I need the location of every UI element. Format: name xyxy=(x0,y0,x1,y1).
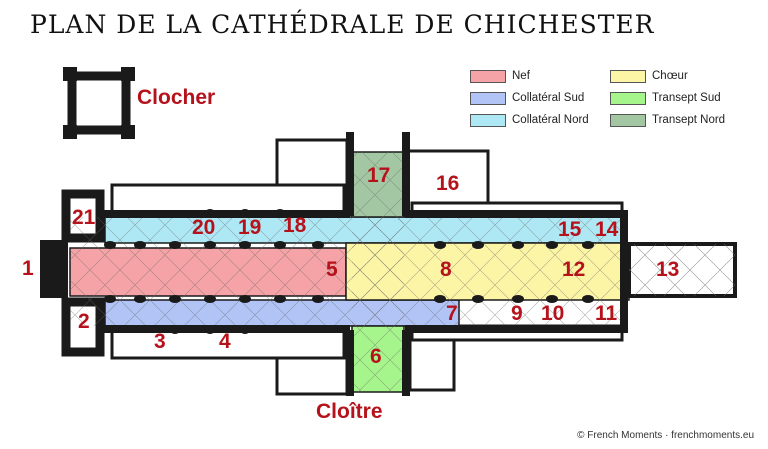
legend-label-nave: Nef xyxy=(512,70,530,82)
page-title: PLAN DE LA CATHÉDRALE DE CHICHESTER xyxy=(30,10,655,39)
number-20: 20 xyxy=(192,216,216,239)
number-4: 4 xyxy=(219,330,231,353)
number-7: 7 xyxy=(446,302,458,325)
number-13: 13 xyxy=(656,258,680,281)
legend-label-north-transept: Transept Nord xyxy=(652,114,726,126)
legend-swatch-south-transept xyxy=(610,91,646,105)
number-16: 16 xyxy=(436,172,460,195)
legend-item-south-transept: Transept Sud xyxy=(610,90,721,106)
legend-item-north-aisle: Collatéral Nord xyxy=(470,112,589,128)
legend-swatch-choir xyxy=(610,69,646,83)
number-5: 5 xyxy=(326,258,338,281)
legend-label-north-aisle: Collatéral Nord xyxy=(512,114,589,126)
number-15: 15 xyxy=(558,218,582,241)
number-11: 11 xyxy=(595,302,618,325)
legend-swatch-north-transept xyxy=(610,113,646,127)
legend-item-nave: Nef xyxy=(470,68,530,84)
legend-label-south-transept: Transept Sud xyxy=(652,92,721,104)
number-9: 9 xyxy=(511,302,523,325)
label-cloister: Cloître xyxy=(316,400,383,423)
number-14: 14 xyxy=(595,218,619,241)
number-21: 21 xyxy=(72,206,96,229)
legend-item-north-transept: Transept Nord xyxy=(610,112,725,128)
number-6: 6 xyxy=(370,345,382,368)
number-17: 17 xyxy=(367,164,391,187)
legend: Nef Collatéral Sud Collatéral Nord Chœur… xyxy=(470,68,750,130)
number-2: 2 xyxy=(78,310,90,333)
legend-item-south-aisle: Collatéral Sud xyxy=(470,90,584,106)
number-1: 1 xyxy=(22,257,34,280)
legend-swatch-north-aisle xyxy=(470,113,506,127)
credit: © French Moments · frenchmoments.eu xyxy=(577,430,754,441)
vault-ribs xyxy=(70,152,735,392)
piers xyxy=(104,209,594,334)
legend-label-choir: Chœur xyxy=(652,70,688,82)
legend-item-choir: Chœur xyxy=(610,68,688,84)
walls xyxy=(40,132,628,396)
label-bell-tower: Clocher xyxy=(137,86,216,109)
number-19: 19 xyxy=(238,216,262,239)
number-8: 8 xyxy=(440,258,452,281)
bell-tower xyxy=(63,67,135,139)
number-3: 3 xyxy=(154,330,166,353)
legend-swatch-south-aisle xyxy=(470,91,506,105)
legend-label-south-aisle: Collatéral Sud xyxy=(512,92,585,104)
legend-swatch-nave xyxy=(470,69,506,83)
number-12: 12 xyxy=(562,258,586,281)
number-18: 18 xyxy=(283,214,307,237)
number-10: 10 xyxy=(541,302,565,325)
